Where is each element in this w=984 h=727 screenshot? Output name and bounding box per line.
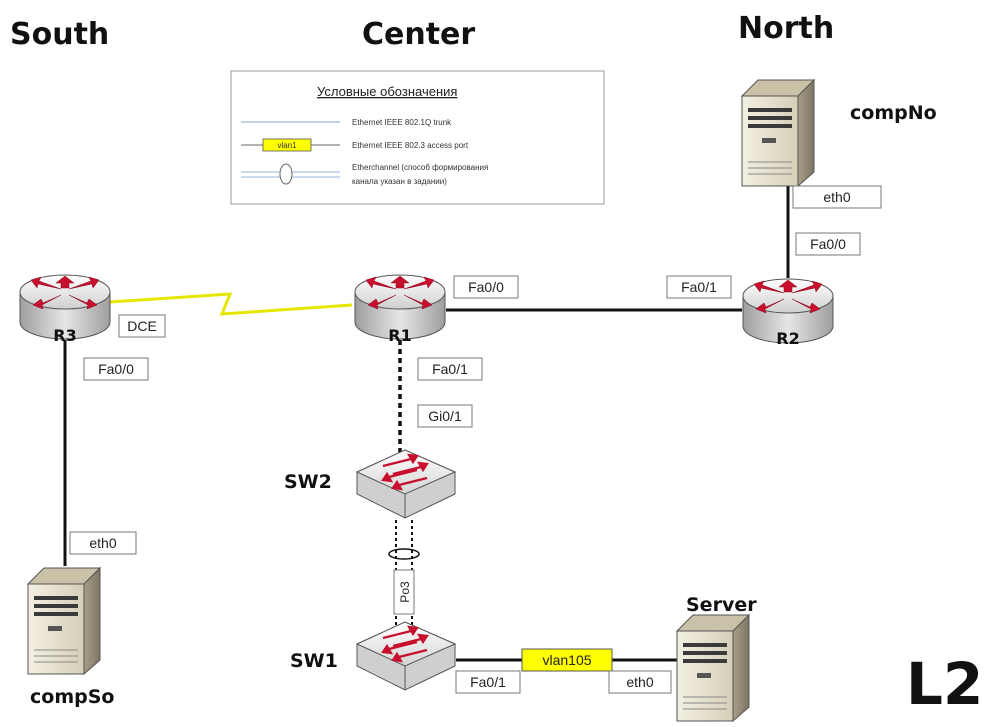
port-label-server-eth0: eth0 — [608, 670, 672, 694]
legend-item-trunk: Ethernet IEEE 802.1Q trunk — [352, 118, 452, 127]
port-label-sw1-fa01: Fa0/1 — [455, 670, 521, 694]
sw2-label: SW2 — [284, 471, 332, 493]
lab-tag: L2 — [906, 650, 983, 718]
port-label-r1-fa00: Fa0/0 — [453, 275, 519, 299]
router-r2[interactable]: R2 — [742, 278, 834, 348]
compno-label: compNo — [850, 102, 937, 124]
port-compno-eth0: eth0 — [823, 189, 850, 205]
switch-sw2[interactable]: SW2 — [284, 448, 457, 520]
r2-label: R2 — [776, 329, 799, 348]
port-po3: Po3 — [398, 581, 412, 603]
port-r2-fa01: Fa0/1 — [681, 279, 717, 295]
legend-item-access: Ethernet IEEE 802.3 access port — [352, 141, 469, 150]
port-r1-fa01: Fa0/1 — [432, 361, 468, 377]
region-center: Center — [362, 17, 475, 52]
port-r3-dce: DCE — [127, 318, 157, 334]
port-compso-eth0: eth0 — [89, 535, 116, 551]
port-server-eth0: eth0 — [626, 674, 653, 690]
region-north: North — [738, 11, 834, 46]
switch-sw1[interactable]: SW1 — [290, 620, 457, 692]
port-r3-fa00: Fa0/0 — [98, 361, 134, 377]
port-sw2-gi01: Gi0/1 — [428, 408, 462, 424]
router-r3[interactable]: R3 — [19, 274, 111, 345]
port-label-compno-eth0: eth0 — [792, 185, 882, 209]
legend-title: Условные обозначения — [317, 84, 457, 99]
pc-compno[interactable]: compNo — [741, 79, 937, 187]
r3-label: R3 — [53, 326, 76, 345]
legend-vlan-swatch — [262, 138, 312, 152]
port-label-po3: Po3 — [393, 569, 415, 615]
r1-label: R1 — [388, 326, 411, 345]
sw1-label: SW1 — [290, 650, 338, 672]
server[interactable]: Server — [676, 594, 757, 722]
link-r3-r1-serial — [109, 292, 353, 316]
port-label-sw2-gi01: Gi0/1 — [417, 404, 473, 428]
router-r1[interactable]: R1 — [354, 274, 446, 345]
compso-label: compSo — [30, 686, 114, 708]
etherchannel-oval — [388, 548, 420, 560]
port-label-r1-fa01: Fa0/1 — [417, 357, 483, 381]
legend: Условные обозначения Ethernet IEEE 802.1… — [230, 70, 605, 205]
port-label-r2-fa01: Fa0/1 — [666, 275, 732, 299]
region-south: South — [10, 17, 109, 52]
port-sw1-fa01: Fa0/1 — [470, 674, 506, 690]
port-label-r2-fa00: Fa0/0 — [795, 232, 861, 256]
pc-compso[interactable]: compSo — [27, 567, 114, 708]
port-label-compso-eth0: eth0 — [69, 531, 137, 555]
server-label: Server — [686, 594, 757, 616]
link-sw2-sw1-etherchannel — [388, 520, 420, 626]
port-r2-fa00: Fa0/0 — [810, 236, 846, 252]
legend-item-etherchannel-note: канала указан в задании) — [352, 177, 447, 186]
port-r1-fa00: Fa0/0 — [468, 279, 504, 295]
legend-item-etherchannel: Etherchannel (способ формирования — [352, 163, 488, 172]
port-label-r3-fa00: Fa0/0 — [83, 357, 149, 381]
port-label-r3-dce: DCE — [118, 314, 166, 338]
port-vlan105: vlan105 — [542, 652, 591, 668]
legend-etherchannel-oval — [279, 163, 293, 185]
legend-vlan-sample: vlan1 — [277, 141, 297, 150]
port-label-vlan105: vlan105 — [521, 648, 613, 672]
